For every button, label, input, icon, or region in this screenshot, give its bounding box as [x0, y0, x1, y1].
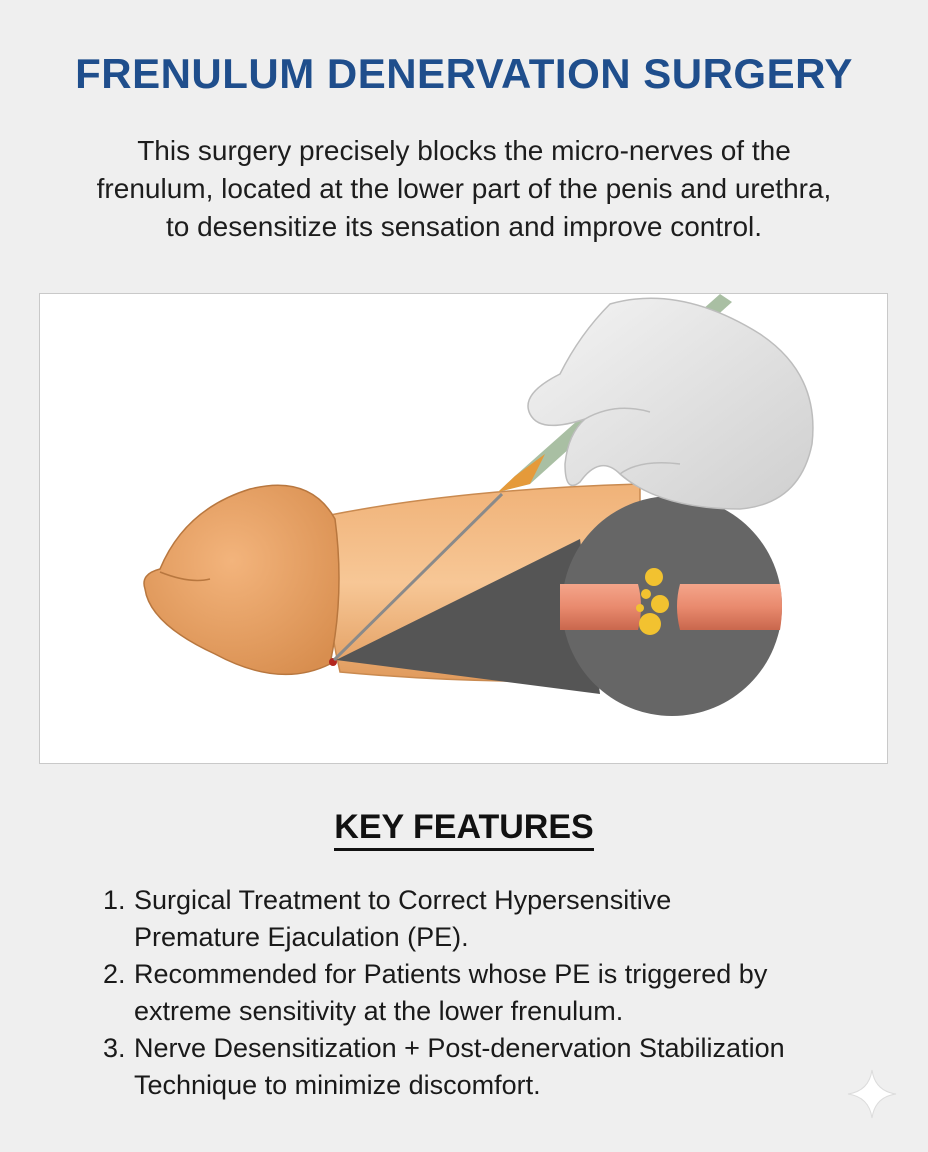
intro-line: to desensitize its sensation and improve…: [165, 211, 763, 242]
surgery-illustration: [39, 293, 888, 764]
list-item: 2. Recommended for Patients whose PE is …: [103, 956, 863, 1030]
magnifier-circle: [562, 496, 782, 716]
list-item-number: 2.: [103, 959, 126, 989]
surgical-needle: [332, 492, 504, 662]
list-item-line: Nerve Desensitization + Post-denervation…: [134, 1033, 785, 1063]
gloved-hand: [527, 297, 814, 510]
intro-paragraph: This surgery precisely blocks the micro-…: [60, 132, 868, 246]
key-features-title: KEY FEATURES: [334, 808, 594, 851]
nerve-particle: [641, 589, 651, 599]
sparkle-icon: [847, 1069, 897, 1119]
glans-shape: [143, 484, 340, 676]
surgery-illustration-svg: [143, 294, 814, 716]
list-item: 3. Nerve Desensitization + Post-denervat…: [103, 1030, 863, 1104]
list-item-number: 3.: [103, 1033, 126, 1063]
list-item-text: Recommended for Patients whose PE is tri…: [134, 956, 863, 1030]
nerve-particle: [645, 568, 663, 586]
list-item-line: Recommended for Patients whose PE is tri…: [134, 959, 768, 989]
nerve-particle: [639, 613, 661, 635]
nerve-segment-left: [560, 584, 641, 630]
list-item-line: extreme sensitivity at the lower frenulu…: [134, 996, 624, 1026]
list-item-line: Surgical Treatment to Correct Hypersensi…: [134, 885, 672, 915]
list-item-text: Nerve Desensitization + Post-denervation…: [134, 1030, 863, 1104]
list-item-line: Premature Ejaculation (PE).: [134, 922, 469, 952]
list-item-number: 1.: [103, 885, 126, 915]
features-list: 1. Surgical Treatment to Correct Hyperse…: [103, 882, 863, 1104]
page-title: FRENULUM DENERVATION SURGERY: [75, 50, 853, 97]
nerve-particle: [651, 595, 669, 613]
key-features-heading: KEY FEATURES: [0, 808, 928, 851]
intro-line: This surgery precisely blocks the micro-…: [137, 135, 791, 166]
magnifier-cone: [336, 539, 600, 694]
nerve-segment-right: [677, 584, 782, 630]
intro-line: frenulum, located at the lower part of t…: [96, 173, 832, 204]
list-item: 1. Surgical Treatment to Correct Hyperse…: [103, 882, 863, 956]
list-item-text: Surgical Treatment to Correct Hypersensi…: [134, 882, 863, 956]
nerve-particle: [636, 604, 644, 612]
list-item-line: Technique to minimize discomfort.: [134, 1070, 541, 1100]
